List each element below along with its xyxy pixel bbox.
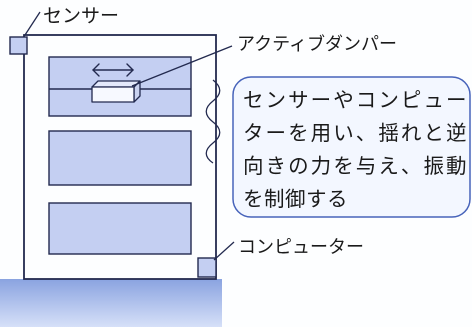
computer-label: コンピューター — [238, 237, 364, 258]
motion-arrow-icon — [92, 63, 134, 77]
vibration-icon — [205, 79, 221, 164]
damper-block — [91, 80, 141, 103]
floor-panel-middle — [48, 130, 192, 186]
floor-panel-bottom — [48, 202, 192, 255]
sensor-box — [9, 36, 28, 55]
sensor-leader-line — [24, 11, 41, 36]
active-damper-label: アクティブダンパー — [237, 34, 398, 55]
computer-box — [197, 257, 217, 278]
computer-leader-line — [213, 241, 235, 261]
ground — [0, 279, 222, 327]
damper-leader-line — [131, 45, 233, 87]
callout-text: センサーやコンピューターを用い、揺れと逆向きの力を与え、振動を制御する — [243, 88, 467, 211]
callout-box — [232, 76, 471, 218]
sensor-label: センサー — [43, 5, 120, 27]
